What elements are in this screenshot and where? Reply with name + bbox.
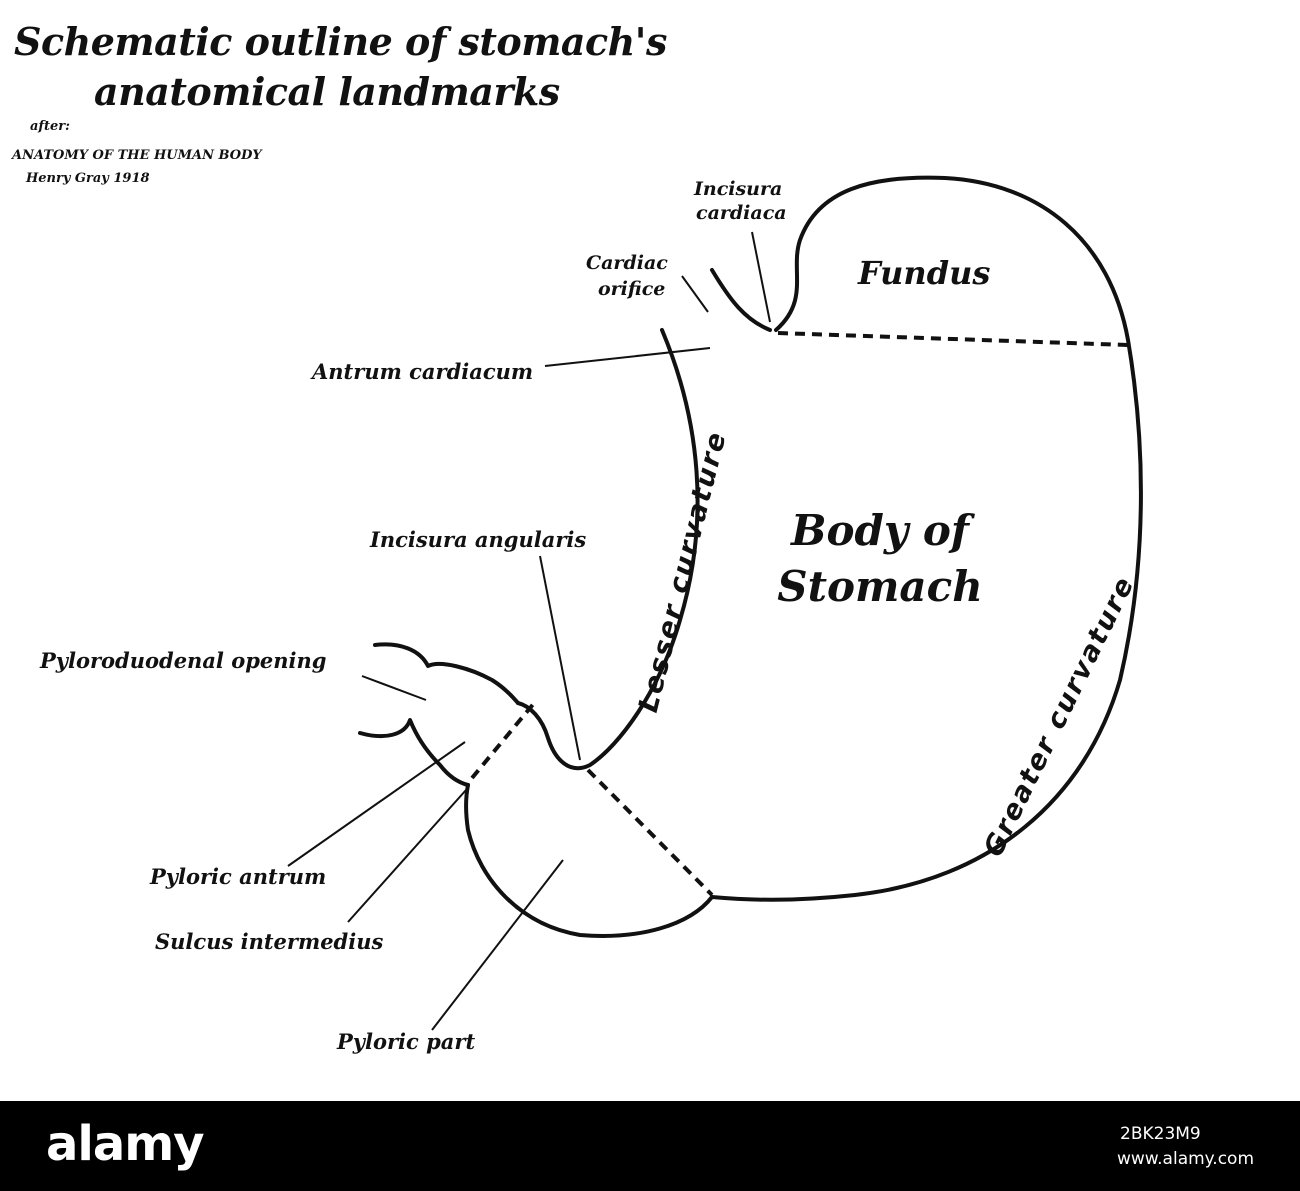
label-pyloric-part: Pyloric part — [337, 1029, 476, 1054]
leader-pyloric-part — [431, 859, 564, 1031]
brand-logo: alamy — [46, 1116, 205, 1172]
label-body-of-stomach-2: Stomach — [777, 562, 983, 611]
label-fundus: Fundus — [858, 254, 991, 292]
label-incisura-angularis: Incisura angularis — [370, 527, 587, 552]
label-body-of-stomach-1: Body of — [791, 506, 969, 555]
leader-incisura-cardiaca — [751, 231, 771, 323]
duodenum-upper-outline — [373, 642, 520, 705]
label-antrum-cardiacum: Antrum cardiacum — [312, 359, 534, 384]
leader-sulcus-intermedius — [347, 789, 467, 923]
label-incisura-cardiaca-1: Incisura — [694, 178, 783, 200]
duodenum-lower-outline — [358, 718, 470, 787]
fundus-boundary-dashed — [777, 331, 1129, 347]
credit-after: after: — [30, 119, 70, 134]
leader-pyloroduodenal-opening — [361, 675, 427, 701]
credit-source: ANATOMY OF THE HUMAN BODY — [12, 148, 262, 163]
leader-antrum-cardiacum — [544, 347, 711, 367]
leader-incisura-angularis — [539, 555, 581, 761]
label-pyloroduodenal-opening: Pyloroduodenal opening — [40, 648, 327, 673]
esophagus-left-wall — [710, 268, 772, 332]
pyloric-boundary-dashed — [586, 768, 714, 897]
pyloroduodenal-boundary-dashed — [470, 700, 537, 780]
diagram-title-line-1: Schematic outline of stomach's — [14, 19, 667, 64]
pyloric-part-outline — [464, 783, 714, 938]
leader-cardiac-orifice — [681, 275, 709, 313]
label-cardiac-orifice-1: Cardiac — [586, 252, 668, 274]
image-id-text: 2BK23M9 — [1120, 1124, 1201, 1144]
diagram-title-line-2: anatomical landmarks — [94, 69, 560, 114]
label-pyloric-antrum: Pyloric antrum — [150, 864, 327, 889]
site-url-text: www.alamy.com — [1117, 1149, 1255, 1169]
label-incisura-cardiaca-2: cardiaca — [696, 202, 787, 224]
label-sulcus-intermedius: Sulcus intermedius — [155, 929, 384, 954]
leader-pyloric-antrum — [287, 741, 466, 867]
lesser-curvature-outline — [516, 328, 700, 771]
watermark-footer-bar — [0, 1101, 1300, 1191]
label-cardiac-orifice-2: orifice — [598, 278, 666, 300]
greater-curvature-outline — [710, 175, 1143, 902]
credit-author: Henry Gray 1918 — [26, 171, 150, 186]
stomach-outline-drawing — [287, 175, 1143, 1031]
